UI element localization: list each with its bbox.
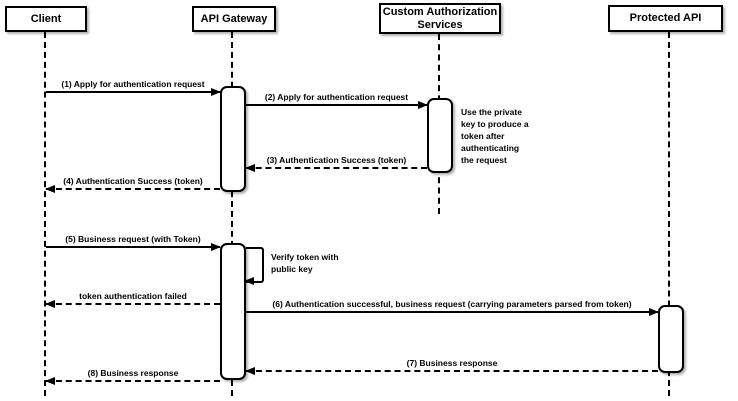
message-1-line	[46, 91, 220, 93]
message-4-label: (4) Authentication Success (token)	[63, 176, 203, 186]
actor-box-custom-authorization-services: Custom Authorization Services	[379, 3, 501, 34]
message-token-failed-label: token authentication failed	[79, 291, 187, 301]
actor-box-protected-api: Protected API	[608, 5, 723, 32]
message-2-line	[246, 104, 427, 106]
lifeline-api-gateway	[231, 32, 233, 396]
message-token-failed-arrowhead-icon	[45, 299, 55, 308]
message-5-arrowhead-icon	[211, 242, 221, 251]
message-6-line	[246, 311, 658, 313]
self-message-verify-token-loop	[244, 247, 264, 285]
note-private-key-token: Use the private key to produce a token a…	[461, 107, 529, 165]
message-6-arrowhead-icon	[649, 307, 659, 316]
actor-label-client: Client	[30, 12, 62, 25]
message-8-line	[46, 380, 220, 382]
activation-api-gateway-business	[220, 243, 246, 380]
message-7-line	[246, 370, 658, 372]
actor-label-api-gateway: API Gateway	[200, 12, 268, 25]
message-3-label: (3) Authentication Success (token)	[266, 155, 407, 165]
actor-box-client: Client	[5, 6, 87, 32]
message-7-label: (7) Business response	[406, 358, 498, 368]
actor-label-protected-api: Protected API	[629, 12, 702, 24]
self-message-arrowhead-icon	[244, 277, 254, 285]
activation-custom-authorization-services	[427, 98, 453, 173]
message-2-arrowhead-icon	[418, 100, 428, 109]
lifeline-client	[44, 32, 46, 396]
message-4-arrowhead-icon	[45, 184, 55, 193]
message-7-arrowhead-icon	[245, 366, 255, 375]
message-1-label: (1) Apply for authentication request	[61, 79, 205, 89]
message-1-arrowhead-icon	[211, 87, 221, 96]
self-message-verify-token-label: Verify token with public key	[271, 252, 339, 274]
message-5-line	[46, 246, 220, 248]
message-8-arrowhead-icon	[45, 376, 55, 385]
message-3-line	[246, 167, 427, 169]
activation-api-gateway-auth	[220, 86, 246, 192]
lifeline-protected-api	[668, 32, 670, 396]
actor-box-api-gateway: API Gateway	[192, 6, 276, 32]
message-6-label: (6) Authentication successful, business …	[272, 299, 632, 309]
activation-protected-api	[658, 305, 684, 373]
message-8-label: (8) Business response	[87, 368, 179, 378]
message-5-label: (5) Business request (with Token)	[65, 234, 201, 244]
actor-label-custom-authorization-services: Custom Authorization Services	[382, 5, 498, 31]
message-2-label: (2) Apply for authentication request	[264, 92, 409, 102]
message-token-failed-line	[46, 303, 220, 305]
message-3-arrowhead-icon	[245, 163, 255, 172]
message-4-line	[46, 188, 220, 190]
